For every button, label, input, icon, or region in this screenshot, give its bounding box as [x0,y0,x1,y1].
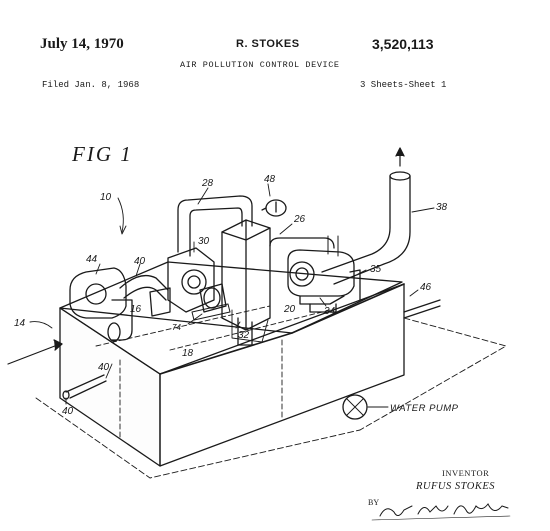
blower-44 [69,267,127,319]
attorney-signature [371,503,511,521]
filed-date: Filed Jan. 8, 1968 [42,80,140,90]
patent-title: AIR POLLUTION CONTROL DEVICE [180,60,340,70]
ref-14: 14 [14,318,26,329]
ref-40-top: 40 [134,256,146,267]
ref-35: 35 [370,264,382,275]
ref-30: 30 [198,236,210,247]
ref-40-bottom: 40 [62,406,74,417]
inventor-short-name: R. STOKES [236,38,300,50]
blower-34 [287,249,355,297]
ref-28: 28 [201,178,214,189]
pipe-38 [321,175,411,285]
figure-label: FIG 1 [72,142,133,166]
ref-20: 20 [283,304,296,315]
ref-74: 74 [172,323,181,332]
ref-48: 48 [264,174,276,185]
pipe-46 [403,299,441,319]
tank-right-face [159,283,405,467]
ref-32: 32 [238,330,250,341]
inventor-name: RUFUS STOKES [416,481,496,492]
water-pump-label: WATER PUMP [390,403,459,414]
tank-top-face [59,261,403,334]
sheet-count: 3 Sheets-Sheet 1 [360,80,447,90]
ref-40-mid: 40 [98,362,110,373]
ref-26: 26 [293,214,306,225]
patent-date: July 14, 1970 [40,36,124,52]
ref-44: 44 [86,254,98,265]
ref-34: 34 [324,306,336,317]
ref-16: 16 [130,304,142,315]
inventor-label: INVENTOR [442,468,490,478]
patent-number: 3,520,113 [372,36,434,52]
ref-46: 46 [420,282,432,293]
ref-38: 38 [436,202,448,213]
water-pump-symbol [342,394,368,420]
tank-front-face [59,307,161,467]
pipe-16 [119,274,169,301]
ref-18: 18 [182,348,194,359]
ref-10: 10 [100,192,112,203]
by-label: BY [368,498,380,507]
pipe-28 [177,195,253,253]
inlet-pipe-40 [65,374,107,399]
blower-30 [167,247,215,313]
